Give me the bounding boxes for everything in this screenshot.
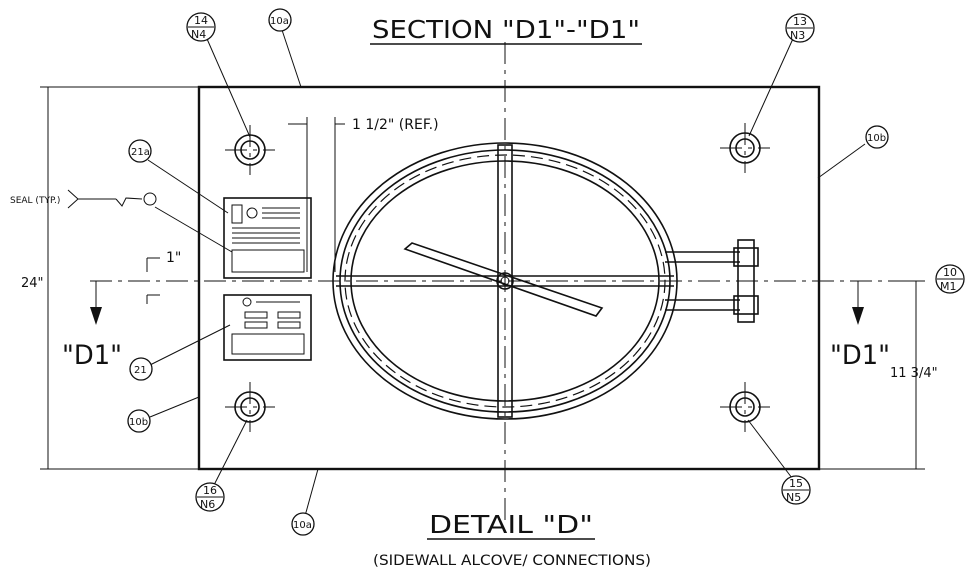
svg-text:14: 14 bbox=[194, 14, 208, 27]
dimension-1-1-2-label: 1 1/2" (REF.) bbox=[352, 117, 439, 133]
dimension-1 bbox=[146, 257, 160, 304]
svg-text:15: 15 bbox=[789, 477, 803, 490]
svg-text:10b: 10b bbox=[129, 417, 148, 428]
callout-15-n5: 15 N5 bbox=[781, 475, 811, 505]
svg-text:N3: N3 bbox=[790, 29, 805, 42]
tag-21: 21 bbox=[129, 357, 153, 381]
callout-13-n3: 13 N3 bbox=[785, 13, 815, 43]
dimension-24 bbox=[40, 86, 199, 470]
bolt-hole-n3 bbox=[720, 123, 770, 173]
svg-text:M1: M1 bbox=[940, 280, 957, 293]
seal-symbol bbox=[67, 189, 157, 209]
svg-text:N4: N4 bbox=[191, 28, 206, 41]
svg-text:N5: N5 bbox=[786, 491, 801, 504]
svg-text:10a: 10a bbox=[293, 520, 312, 531]
svg-text:21: 21 bbox=[134, 365, 147, 376]
hinge-assembly bbox=[665, 239, 759, 323]
dimension-11-3-4 bbox=[819, 280, 925, 470]
tag-10a-top: 10a bbox=[268, 8, 292, 32]
alcove-plate bbox=[197, 85, 821, 471]
section-mark-right: "D1" bbox=[830, 340, 890, 371]
detail-title: DETAIL "D" bbox=[429, 510, 593, 539]
dimension-24-label: 24" bbox=[21, 276, 44, 291]
svg-text:13: 13 bbox=[793, 15, 807, 28]
seal-note: SEAL (TYP.) bbox=[10, 196, 60, 206]
bolt-hole-n6 bbox=[225, 382, 275, 432]
dimension-1-label: 1" bbox=[166, 250, 181, 266]
tag-10b-left: 10b bbox=[127, 409, 151, 433]
detail-subtitle: (SIDEWALL ALCOVE/ CONNECTIONS) bbox=[373, 553, 651, 569]
tag-10b-right: 10b bbox=[865, 125, 889, 149]
leaders bbox=[147, 29, 866, 517]
tag-10a-bottom: 10a bbox=[291, 512, 315, 536]
svg-text:21a: 21a bbox=[131, 147, 150, 158]
dimension-11-3-4-label: 11 3/4" bbox=[890, 366, 938, 381]
dimension-1-1-2 bbox=[288, 117, 345, 272]
callout-10-m1: 10 M1 bbox=[935, 264, 965, 294]
svg-text:N6: N6 bbox=[200, 498, 215, 511]
bolt-hole-n4 bbox=[225, 125, 275, 175]
section-title: SECTION "D1"-"D1" bbox=[372, 15, 640, 44]
section-arrow-left bbox=[90, 281, 102, 325]
bolt-hole-n5 bbox=[720, 382, 770, 432]
callout-14-n4: 14 N4 bbox=[186, 12, 216, 42]
tag-21a: 21a bbox=[128, 139, 152, 163]
nameplate-upper bbox=[223, 197, 312, 279]
svg-text:10b: 10b bbox=[867, 133, 886, 144]
svg-text:16: 16 bbox=[203, 484, 217, 497]
svg-text:10: 10 bbox=[943, 266, 957, 279]
nameplate-lower bbox=[223, 294, 312, 361]
callout-16-n6: 16 N6 bbox=[195, 482, 225, 512]
svg-text:10a: 10a bbox=[270, 16, 289, 27]
section-arrow-right bbox=[852, 281, 864, 325]
section-mark-left: "D1" bbox=[62, 340, 122, 371]
locking-handle bbox=[403, 242, 604, 317]
